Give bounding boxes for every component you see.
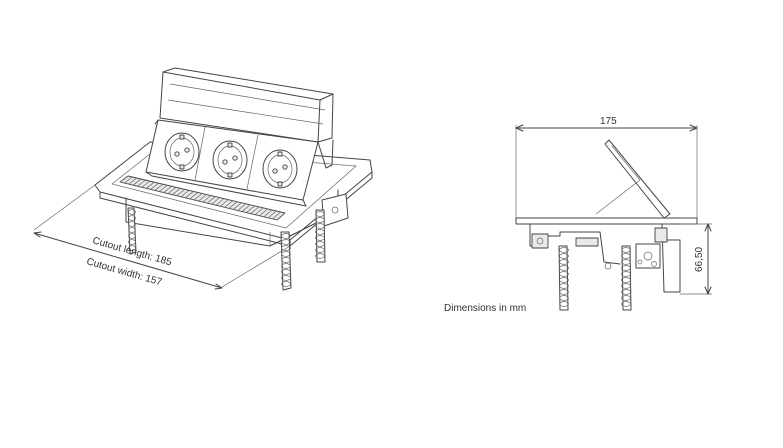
cutout-dimension-lines bbox=[33, 184, 291, 290]
socket-1 bbox=[164, 132, 200, 172]
isometric-view: Cutout length: 185 Cutout width: 157 bbox=[33, 67, 373, 291]
side-clamp-rod-left bbox=[558, 245, 569, 311]
socket-3 bbox=[262, 149, 298, 189]
dimensions-note: Dimensions in mm bbox=[444, 303, 526, 314]
height-dimension-value: 66,50 bbox=[694, 247, 705, 272]
ventilation-grille bbox=[119, 175, 286, 221]
side-clamp-rod-right bbox=[621, 245, 632, 311]
side-housing bbox=[530, 223, 681, 293]
clamp-rod-left bbox=[127, 207, 137, 255]
side-view: 175 66,50 bbox=[515, 116, 712, 311]
width-dimension-value: 175 bbox=[600, 116, 617, 127]
socket-2 bbox=[212, 140, 248, 180]
mounting-bracket bbox=[321, 193, 349, 227]
clamp-rod-right bbox=[315, 209, 326, 263]
side-lid bbox=[604, 139, 671, 219]
clamp-rod-front bbox=[280, 231, 292, 291]
inner-frame bbox=[111, 149, 357, 229]
side-top-plate bbox=[515, 217, 698, 225]
lifted-lid bbox=[159, 67, 334, 169]
